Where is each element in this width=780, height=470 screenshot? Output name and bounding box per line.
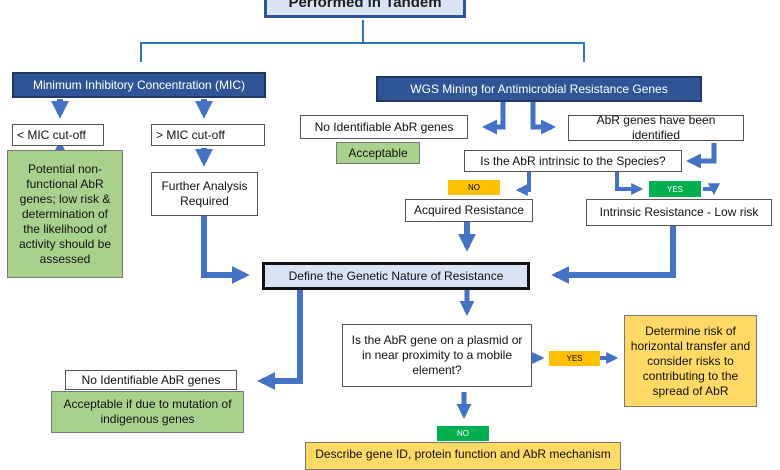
acquired-resistance-box: Acquired Resistance xyxy=(405,199,533,222)
intrinsic-question: Is the AbR intrinsic to the Species? xyxy=(464,150,682,172)
arrow-identified-question xyxy=(686,143,717,169)
acceptable-mutation-box: Acceptable if due to mutation of indigen… xyxy=(51,391,244,433)
genetic-none-found: No Identifiable AbR genes xyxy=(65,370,237,390)
page-title: Performed in Tandem xyxy=(264,0,466,18)
wgs-identified: AbR genes have been identified xyxy=(568,113,744,142)
intrinsic-yes-tag: YES xyxy=(649,181,701,197)
arrow-wgs-none xyxy=(482,102,506,135)
plasmid-question-box: Is the AbR gene on a plasmid or in near … xyxy=(342,324,532,387)
wgs-none-found: No Identifiable AbR genes xyxy=(300,115,468,139)
mic-above-cutoff: > MIC cut-off xyxy=(151,124,265,146)
plasmid-yes-tag: YES xyxy=(549,351,600,366)
tandem-bracket xyxy=(140,20,585,62)
wgs-acceptable: Acceptable xyxy=(336,142,420,164)
potential-nonfunctional-box: Potential non-functional AbR genes; low … xyxy=(7,150,123,278)
intrinsic-resistance-box: Intrinsic Resistance - Low risk xyxy=(586,199,772,226)
horizontal-transfer-risk-box: Determine risk of horizontal transfer an… xyxy=(624,315,757,407)
wgs-header: WGS Mining for Antimicrobial Resistance … xyxy=(376,76,702,102)
arrow-intrinsic-yes-tag xyxy=(703,183,720,196)
intrinsic-no-tag: NO xyxy=(448,180,500,195)
arrow-question-yes xyxy=(615,172,644,195)
plasmid-no-tag: NO xyxy=(437,426,489,441)
mic-below-cutoff: < MIC cut-off xyxy=(12,124,104,146)
genetic-nature-header: Define the Genetic Nature of Resistance xyxy=(262,262,530,290)
arrow-wgs-identified xyxy=(530,102,556,135)
describe-gene-box: Describe gene ID, protein function and A… xyxy=(305,442,621,470)
further-analysis-box: Further Analysis Required xyxy=(151,172,258,216)
arrow-question-no xyxy=(515,172,531,196)
mic-header: Minimum Inhibitory Concentration (MIC) xyxy=(12,72,266,98)
arrow-genetic-none xyxy=(257,290,303,390)
arrow-further-genetic xyxy=(201,216,250,284)
arrow-intrinsic-genetic xyxy=(551,222,676,284)
